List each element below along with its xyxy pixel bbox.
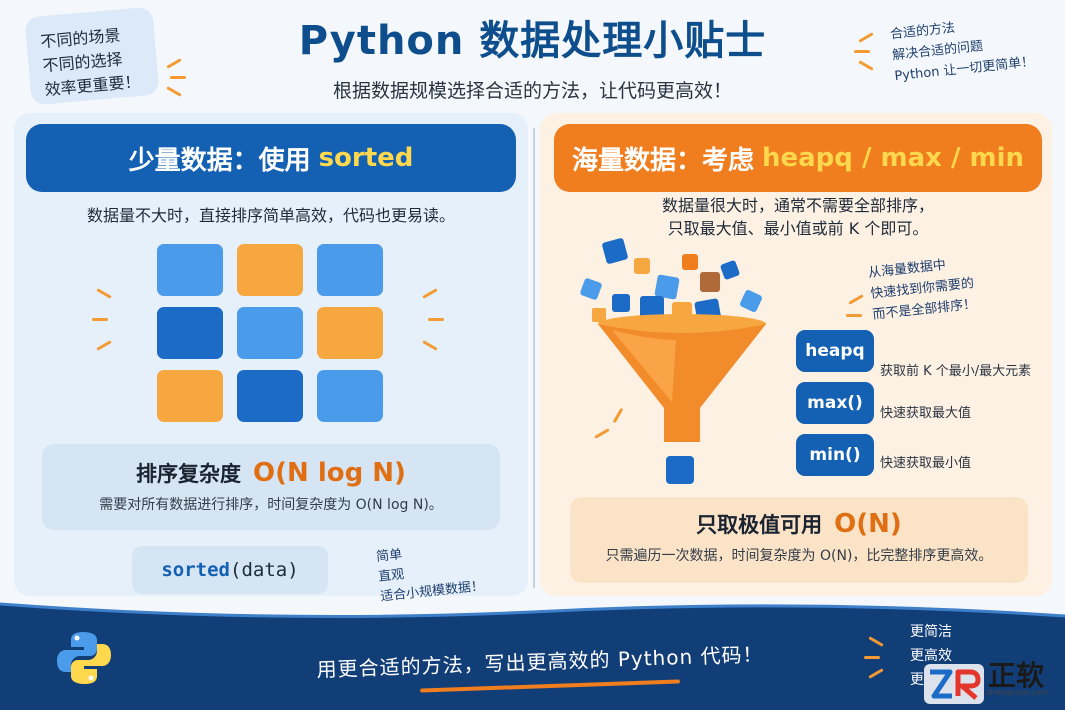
note-footer-right: 更简洁 更高效 更 xyxy=(910,620,952,692)
right-panel-header: 海量数据：考虑 heapq / max / min xyxy=(554,124,1042,192)
left-header-highlight: sorted xyxy=(318,143,414,173)
extreme-complexity-box: 只取极值可用 O(N) 只需遍历一次数据，时间复杂度为 O(N)，比完整排序更高效… xyxy=(570,497,1028,583)
extreme-complexity-title: 只取极值可用 O(N) xyxy=(570,509,1028,539)
note-top-left: 不同的场景 不同的选择 效率更重要！ xyxy=(24,6,160,106)
right-header-text: 海量数据：考虑 xyxy=(571,145,754,176)
spark-decoration xyxy=(92,318,108,321)
left-panel-header: 少量数据：使用 sorted xyxy=(26,124,516,192)
spark-decoration xyxy=(846,314,862,317)
brand-logo-url: zhengruan.com xyxy=(986,688,1049,697)
data-block xyxy=(317,244,383,296)
data-block xyxy=(237,370,303,422)
left-header-text: 少量数据：使用 xyxy=(128,145,311,176)
data-block xyxy=(157,244,223,296)
data-block xyxy=(157,370,223,422)
description-line: 只取最大值、最小值或前 K 个即可。 xyxy=(667,219,929,238)
data-block xyxy=(317,307,383,359)
extreme-complexity-desc: 只需遍历一次数据，时间复杂度为 O(N)，比完整排序更高效。 xyxy=(605,548,993,564)
extreme-complexity-label: 只取极值可用 xyxy=(696,513,823,537)
page-subtitle: 根据数据规模选择合适的方法，让代码更高效！ xyxy=(332,80,732,102)
spark-decoration xyxy=(428,318,444,321)
data-block xyxy=(237,307,303,359)
min-badge: min() xyxy=(796,434,874,476)
description-line: 数据量很大时，通常不需要全部排序， xyxy=(661,196,934,215)
extreme-complexity-value: O(N) xyxy=(834,509,902,539)
funnel-icon xyxy=(580,238,766,484)
right-header-highlight: heapq / max / min xyxy=(761,143,1025,173)
heapq-badge: heapq xyxy=(796,330,874,372)
note-line: 更 xyxy=(910,672,924,688)
min-description: 快速获取最小值 xyxy=(880,456,972,471)
code-args: (data) xyxy=(230,559,299,581)
output-cube xyxy=(666,456,694,484)
sort-complexity-label: 排序复杂度 xyxy=(136,462,242,486)
spark-decoration xyxy=(170,76,186,79)
code-snippet: sorted(data) xyxy=(132,546,328,594)
data-block xyxy=(157,307,223,359)
heapq-description: 获取前 K 个最小/最大元素 xyxy=(880,364,1032,379)
sort-complexity-box: 排序复杂度 O(N log N) 需要对所有数据进行排序，时间复杂度为 O(N l… xyxy=(42,444,500,530)
max-badge: max() xyxy=(796,382,874,424)
left-panel-description: 数据量不大时，直接排序简单高效，代码也更易读。 xyxy=(86,206,455,225)
python-logo-icon xyxy=(57,632,111,684)
sort-complexity-title: 排序复杂度 O(N log N) xyxy=(42,458,500,488)
zr-logo-icon xyxy=(924,664,984,704)
footer-wave xyxy=(0,602,1065,710)
page-title: Python 数据处理小贴士 xyxy=(298,18,767,64)
data-block xyxy=(237,244,303,296)
brand-logo-text: 正软 xyxy=(988,659,1045,692)
right-panel-description: 数据量很大时，通常不需要全部排序， 只取最大值、最小值或前 K 个即可。 xyxy=(554,194,1042,240)
data-block xyxy=(317,370,383,422)
sort-complexity-value: O(N log N) xyxy=(253,458,406,488)
sort-complexity-desc: 需要对所有数据进行排序，时间复杂度为 O(N log N)。 xyxy=(99,497,443,513)
spark-decoration xyxy=(854,50,870,53)
spark-decoration xyxy=(864,656,880,659)
note-line: 更简洁 xyxy=(910,624,952,640)
note-line: 更高效 xyxy=(910,648,952,664)
panel-divider xyxy=(533,128,535,588)
max-description: 快速获取最大值 xyxy=(880,406,972,421)
code-function: sorted xyxy=(161,559,230,581)
